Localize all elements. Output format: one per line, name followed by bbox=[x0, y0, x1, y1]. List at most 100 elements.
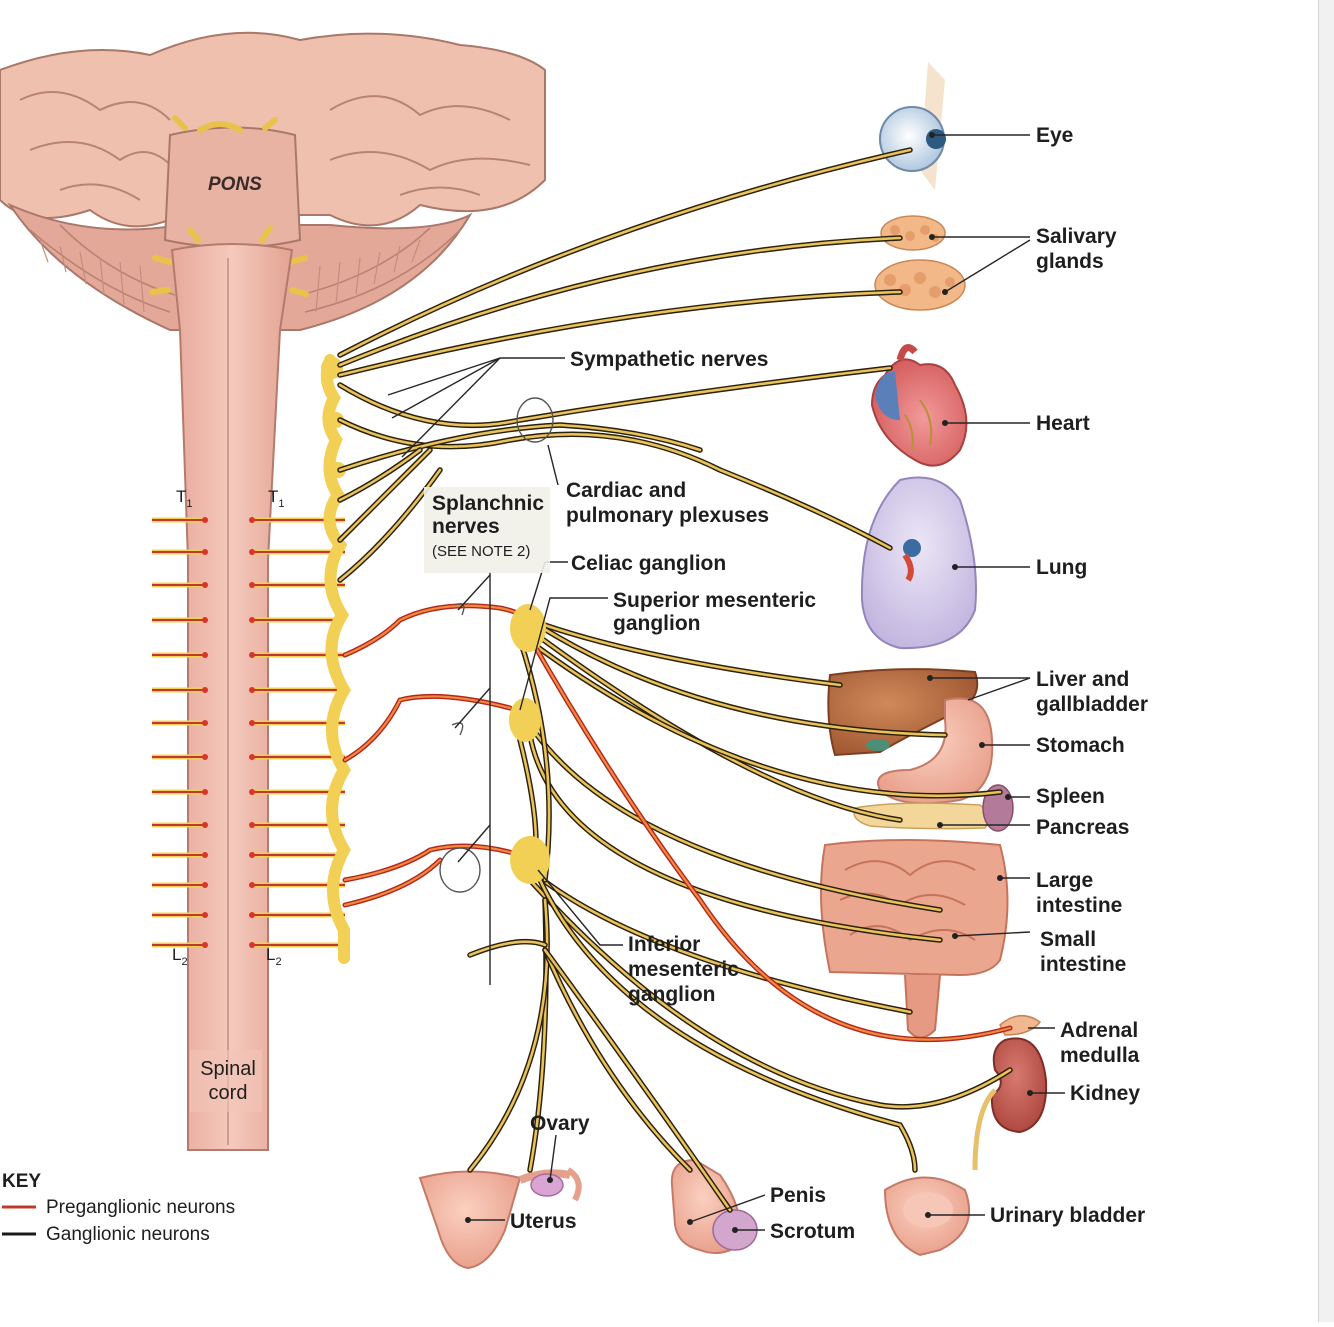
ganglionic-fiber-core bbox=[528, 723, 942, 912]
segment-root-left bbox=[202, 517, 208, 523]
segment-root-right bbox=[249, 754, 255, 760]
segment-root-left bbox=[202, 942, 208, 948]
celiac-ganglion bbox=[510, 604, 546, 652]
label-uterus: Uterus bbox=[510, 1210, 577, 1233]
label-ovary: Ovary bbox=[530, 1112, 590, 1135]
ganglionic-fiber-core bbox=[543, 948, 692, 1172]
label-splanchnic-1: Splanchnic bbox=[432, 492, 544, 515]
cranial-nerves bbox=[149, 115, 309, 297]
kidney bbox=[990, 1037, 1048, 1134]
label-sup-mes-1: Superior mesenteric bbox=[613, 589, 816, 612]
segment-root-right bbox=[249, 617, 255, 623]
segment-root-left bbox=[202, 754, 208, 760]
ganglionic-fiber-core bbox=[528, 618, 842, 687]
ganglionic-fiber-core bbox=[468, 940, 547, 957]
label-large-intestine-2: intestine bbox=[1036, 894, 1122, 917]
segment-root-left bbox=[202, 882, 208, 888]
lung bbox=[860, 476, 977, 650]
leader-lines bbox=[387, 132, 1065, 1233]
seg-t1-left: T1 bbox=[176, 487, 193, 510]
ganglionic-fiber-core bbox=[338, 423, 702, 472]
spinal-cord-label-2: cord bbox=[209, 1082, 248, 1104]
label-spleen: Spleen bbox=[1036, 785, 1105, 808]
label-urinary-bladder: Urinary bladder bbox=[990, 1204, 1145, 1227]
label-cardiac-2: pulmonary plexuses bbox=[566, 504, 769, 527]
spinal-cord-label-1: Spinal bbox=[200, 1058, 256, 1080]
labels: Eye Salivary glands Heart Lung Liver and… bbox=[387, 124, 1148, 1243]
segment-root-left bbox=[202, 822, 208, 828]
seg-l2-left: L2 bbox=[172, 945, 188, 968]
brain: PONS bbox=[0, 31, 546, 331]
label-large-intestine-1: Large bbox=[1036, 869, 1093, 892]
salivary-glands bbox=[874, 215, 966, 311]
preganglionic-fiber-core bbox=[518, 618, 1012, 1041]
label-celiac: Celiac ganglion bbox=[571, 552, 726, 575]
segment-labels: T1 T1 L2 L2 bbox=[172, 487, 285, 968]
label-inf-mes-1: Inferior bbox=[628, 933, 700, 956]
label-kidney: Kidney bbox=[1070, 1082, 1140, 1105]
label-sup-mes-2: ganglion bbox=[613, 612, 701, 635]
ganglionic-fiber-core bbox=[526, 638, 1002, 798]
segment-root-right bbox=[249, 549, 255, 555]
segment-root-right bbox=[249, 852, 255, 858]
label-penis: Penis bbox=[770, 1184, 826, 1207]
ganglionic-fiber-core bbox=[338, 448, 432, 542]
segment-root-left bbox=[202, 687, 208, 693]
organs bbox=[418, 62, 1048, 1270]
label-stomach: Stomach bbox=[1036, 734, 1125, 757]
label-eye: Eye bbox=[1036, 124, 1073, 147]
ganglionic-fiber-core bbox=[338, 448, 422, 502]
preganglionic-fiber-core bbox=[343, 604, 530, 657]
segment-root-right bbox=[249, 942, 255, 948]
ganglionic-fiber-core bbox=[528, 618, 947, 737]
seg-l2-right: L2 bbox=[266, 945, 282, 968]
segment-root-left bbox=[202, 652, 208, 658]
pancreas bbox=[853, 802, 990, 830]
label-salivary-2: glands bbox=[1036, 250, 1104, 273]
segment-root-left bbox=[202, 720, 208, 726]
ganglionic-fiber-core bbox=[338, 366, 892, 427]
label-liver-1: Liver and bbox=[1036, 668, 1129, 691]
label-sympathetic-nerves: Sympathetic nerves bbox=[570, 348, 768, 371]
ganglionic-fiber-core bbox=[338, 148, 912, 357]
ganglionic-fiber-core bbox=[338, 468, 442, 582]
ganglionic-fiber-core bbox=[528, 868, 912, 1014]
label-adrenal-1: Adrenal bbox=[1060, 1019, 1138, 1042]
label-pancreas: Pancreas bbox=[1036, 816, 1129, 839]
segment-root-right bbox=[249, 912, 255, 918]
segment-root-right bbox=[249, 882, 255, 888]
pons-label: PONS bbox=[208, 174, 262, 195]
label-adrenal-2: medulla bbox=[1060, 1044, 1140, 1067]
preganglionic-fiber-core bbox=[343, 844, 522, 882]
label-lung: Lung bbox=[1036, 556, 1087, 579]
window-edge bbox=[1318, 0, 1334, 1322]
preganglionic-fiber bbox=[342, 603, 531, 658]
label-small-intestine-1: Small bbox=[1040, 928, 1096, 951]
ganglionic-fiber-core bbox=[543, 948, 732, 1212]
ganglionic-fiber-core bbox=[528, 628, 902, 822]
spinal-cord: Spinal cord bbox=[170, 243, 294, 1151]
ganglionic-fiber-core bbox=[538, 878, 917, 1172]
key-gang-label: Ganglionic neurons bbox=[46, 1224, 210, 1245]
segment-root-right bbox=[249, 687, 255, 693]
segment-root-right bbox=[249, 720, 255, 726]
label-splanchnic-note: (SEE NOTE 2) bbox=[432, 543, 530, 560]
ganglionic-fiber-core bbox=[338, 290, 902, 377]
ganglionic-fiber bbox=[337, 365, 893, 429]
key: KEY Preganglionic neurons Ganglionic neu… bbox=[2, 1171, 235, 1245]
seg-t1-right: T1 bbox=[268, 487, 285, 510]
label-salivary-1: Salivary bbox=[1036, 225, 1117, 248]
segment-root-left bbox=[202, 852, 208, 858]
nerve-fibers bbox=[337, 147, 1013, 1213]
segment-root-left bbox=[202, 617, 208, 623]
ganglionic-fiber-core bbox=[338, 236, 902, 367]
segment-root-left bbox=[202, 549, 208, 555]
segment-root-right bbox=[249, 652, 255, 658]
segment-root-left bbox=[202, 789, 208, 795]
segment-root-right bbox=[249, 822, 255, 828]
segment-root-right bbox=[249, 517, 255, 523]
adrenal-medulla bbox=[999, 1015, 1042, 1036]
label-heart: Heart bbox=[1036, 412, 1090, 435]
